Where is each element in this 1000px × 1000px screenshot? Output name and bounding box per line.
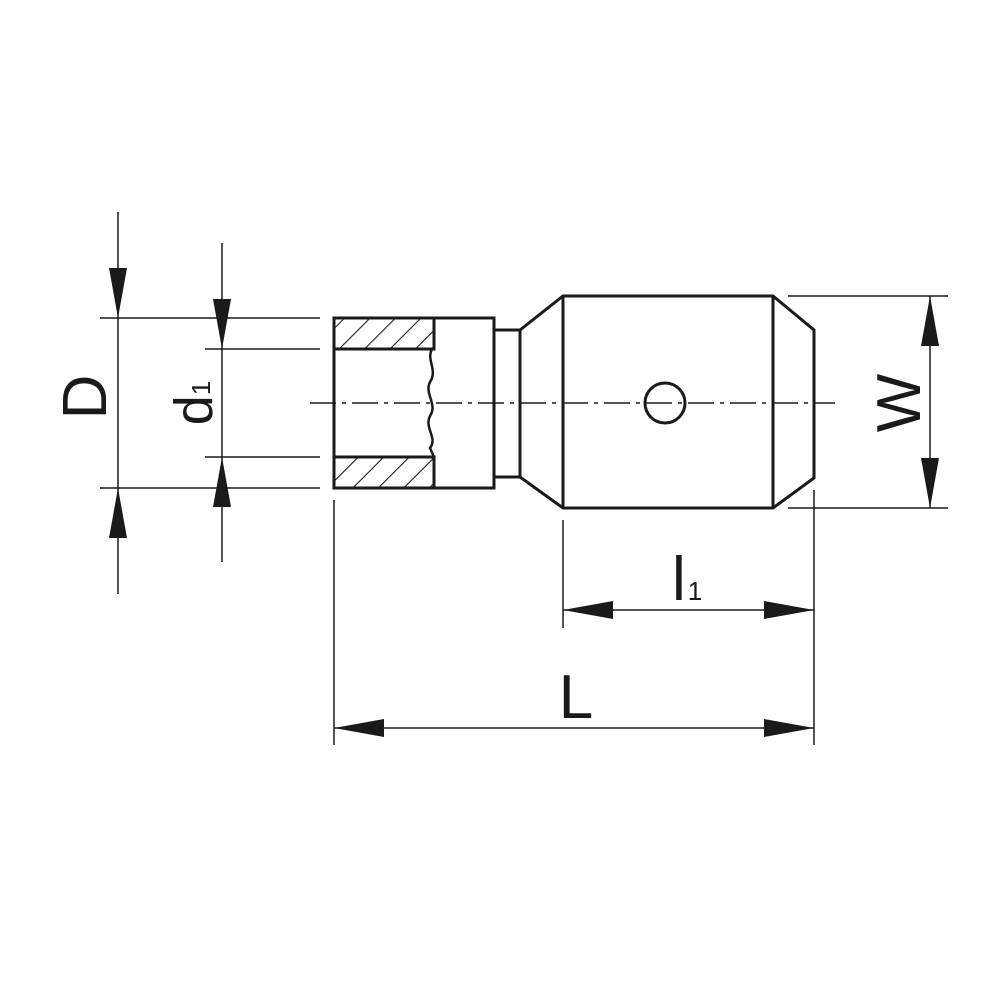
barrel-outline — [519, 294, 816, 510]
label-d1-sub: 1 — [186, 381, 216, 395]
label-L: L — [559, 663, 593, 732]
label-D: D — [51, 375, 120, 420]
arrow-icon — [921, 458, 939, 508]
arrow-icon — [109, 488, 127, 538]
arrow-icon — [334, 719, 384, 737]
arrow-icon — [109, 268, 127, 318]
label-l1-main: l — [672, 545, 686, 614]
inspection-hole — [643, 381, 687, 425]
connector-part — [332, 294, 816, 510]
label-l1-sub: 1 — [688, 576, 702, 606]
label-W: W — [865, 373, 934, 432]
arrow-icon — [563, 601, 613, 619]
label-d1: d1 — [164, 381, 224, 426]
arrow-icon — [764, 719, 814, 737]
arrow-icon — [764, 601, 814, 619]
arrow-icon — [213, 457, 231, 507]
break-line — [427, 348, 436, 458]
sleeve-wall-bottom — [332, 455, 436, 490]
sleeve-wall-top — [332, 316, 436, 351]
arrow-icon — [213, 299, 231, 349]
label-d1-main: d — [164, 395, 224, 425]
label-l1: l1 — [672, 545, 702, 614]
arrow-icon — [921, 296, 939, 346]
dimension-arrows — [109, 268, 939, 737]
